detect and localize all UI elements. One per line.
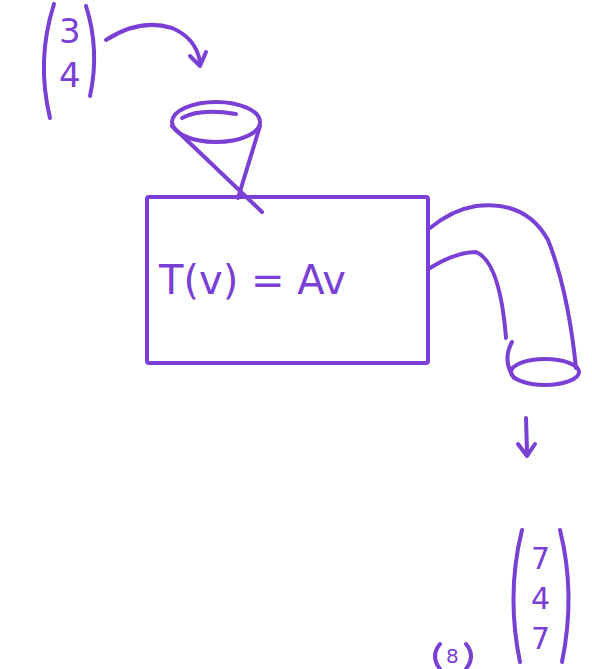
left-bracket xyxy=(513,530,522,662)
vector-entry: 7 xyxy=(531,624,550,654)
right-bracket xyxy=(560,530,569,662)
vector-entry: 3 xyxy=(59,14,81,48)
formula-text: T(v) = Av xyxy=(159,257,346,303)
funnel-side xyxy=(238,126,260,198)
vector-entry: 4 xyxy=(531,584,550,614)
arrowhead xyxy=(190,52,206,66)
funnel-inner xyxy=(182,112,236,118)
pipe-mouth xyxy=(511,359,579,385)
arrowhead xyxy=(518,444,535,456)
pipe-outline xyxy=(430,205,576,368)
left-bracket xyxy=(44,4,54,118)
right-bracket xyxy=(86,6,94,96)
right-bracket xyxy=(466,644,471,669)
vector-entry: 4 xyxy=(59,58,81,92)
left-bracket xyxy=(435,644,440,669)
funnel-side xyxy=(172,126,262,212)
transform-box: T(v) = Av xyxy=(145,195,430,365)
vector-entry: 7 xyxy=(531,544,550,574)
pipe-outline xyxy=(430,252,506,338)
output-arrow xyxy=(526,418,527,452)
vector-entry: 8 xyxy=(446,646,459,666)
pipe-mouth xyxy=(507,342,514,378)
feed-arrow xyxy=(106,25,200,62)
